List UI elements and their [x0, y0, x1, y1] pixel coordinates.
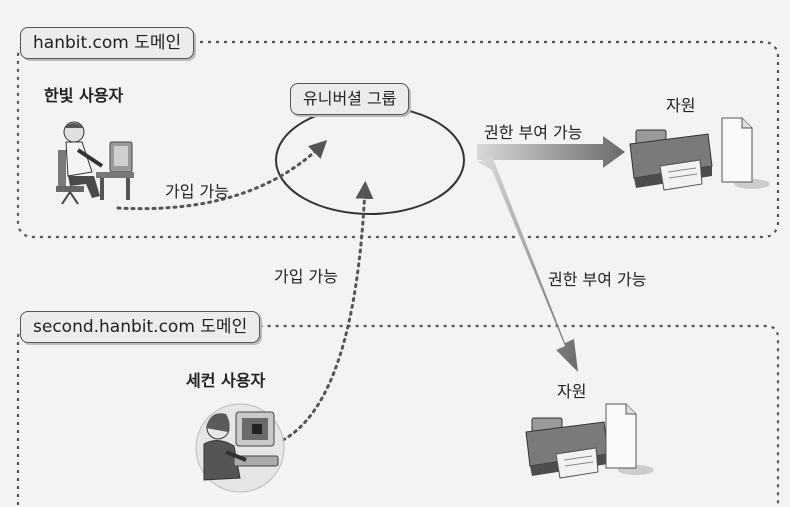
- resource-label-bottom: 자원: [557, 382, 587, 401]
- grant-label-top: 권한 부여 가능: [484, 123, 583, 142]
- hanbit-user-icon: [56, 121, 134, 205]
- domain-box-bottom: [16, 324, 780, 505]
- document-icon-top: [721, 117, 770, 189]
- printer-icon-bottom: [525, 417, 609, 479]
- document-icon-bottom: [605, 403, 654, 475]
- join-label-bottom: 가입 가능: [274, 267, 338, 286]
- hanbit-user-label: 한빛 사용자: [44, 86, 124, 105]
- second-user-icon: [195, 403, 285, 493]
- grant-arrow-bottom: [478, 156, 578, 372]
- domain-label-top: hanbit.com 도메인: [20, 27, 195, 59]
- universal-group-label: 유니버셜 그룹: [290, 83, 410, 115]
- printer-icon-top: [629, 129, 713, 191]
- second-user-label: 세컨 사용자: [186, 371, 266, 390]
- grant-label-bottom: 권한 부여 가능: [548, 270, 647, 289]
- join-label-top: 가입 가능: [165, 182, 229, 201]
- resource-label-top: 자원: [666, 96, 696, 115]
- join-arrow-bottom: [281, 180, 374, 442]
- grant-arrow-top: [477, 136, 625, 168]
- join-arrow-top: [116, 139, 328, 211]
- domain-label-bottom: second.hanbit.com 도메인: [20, 311, 261, 343]
